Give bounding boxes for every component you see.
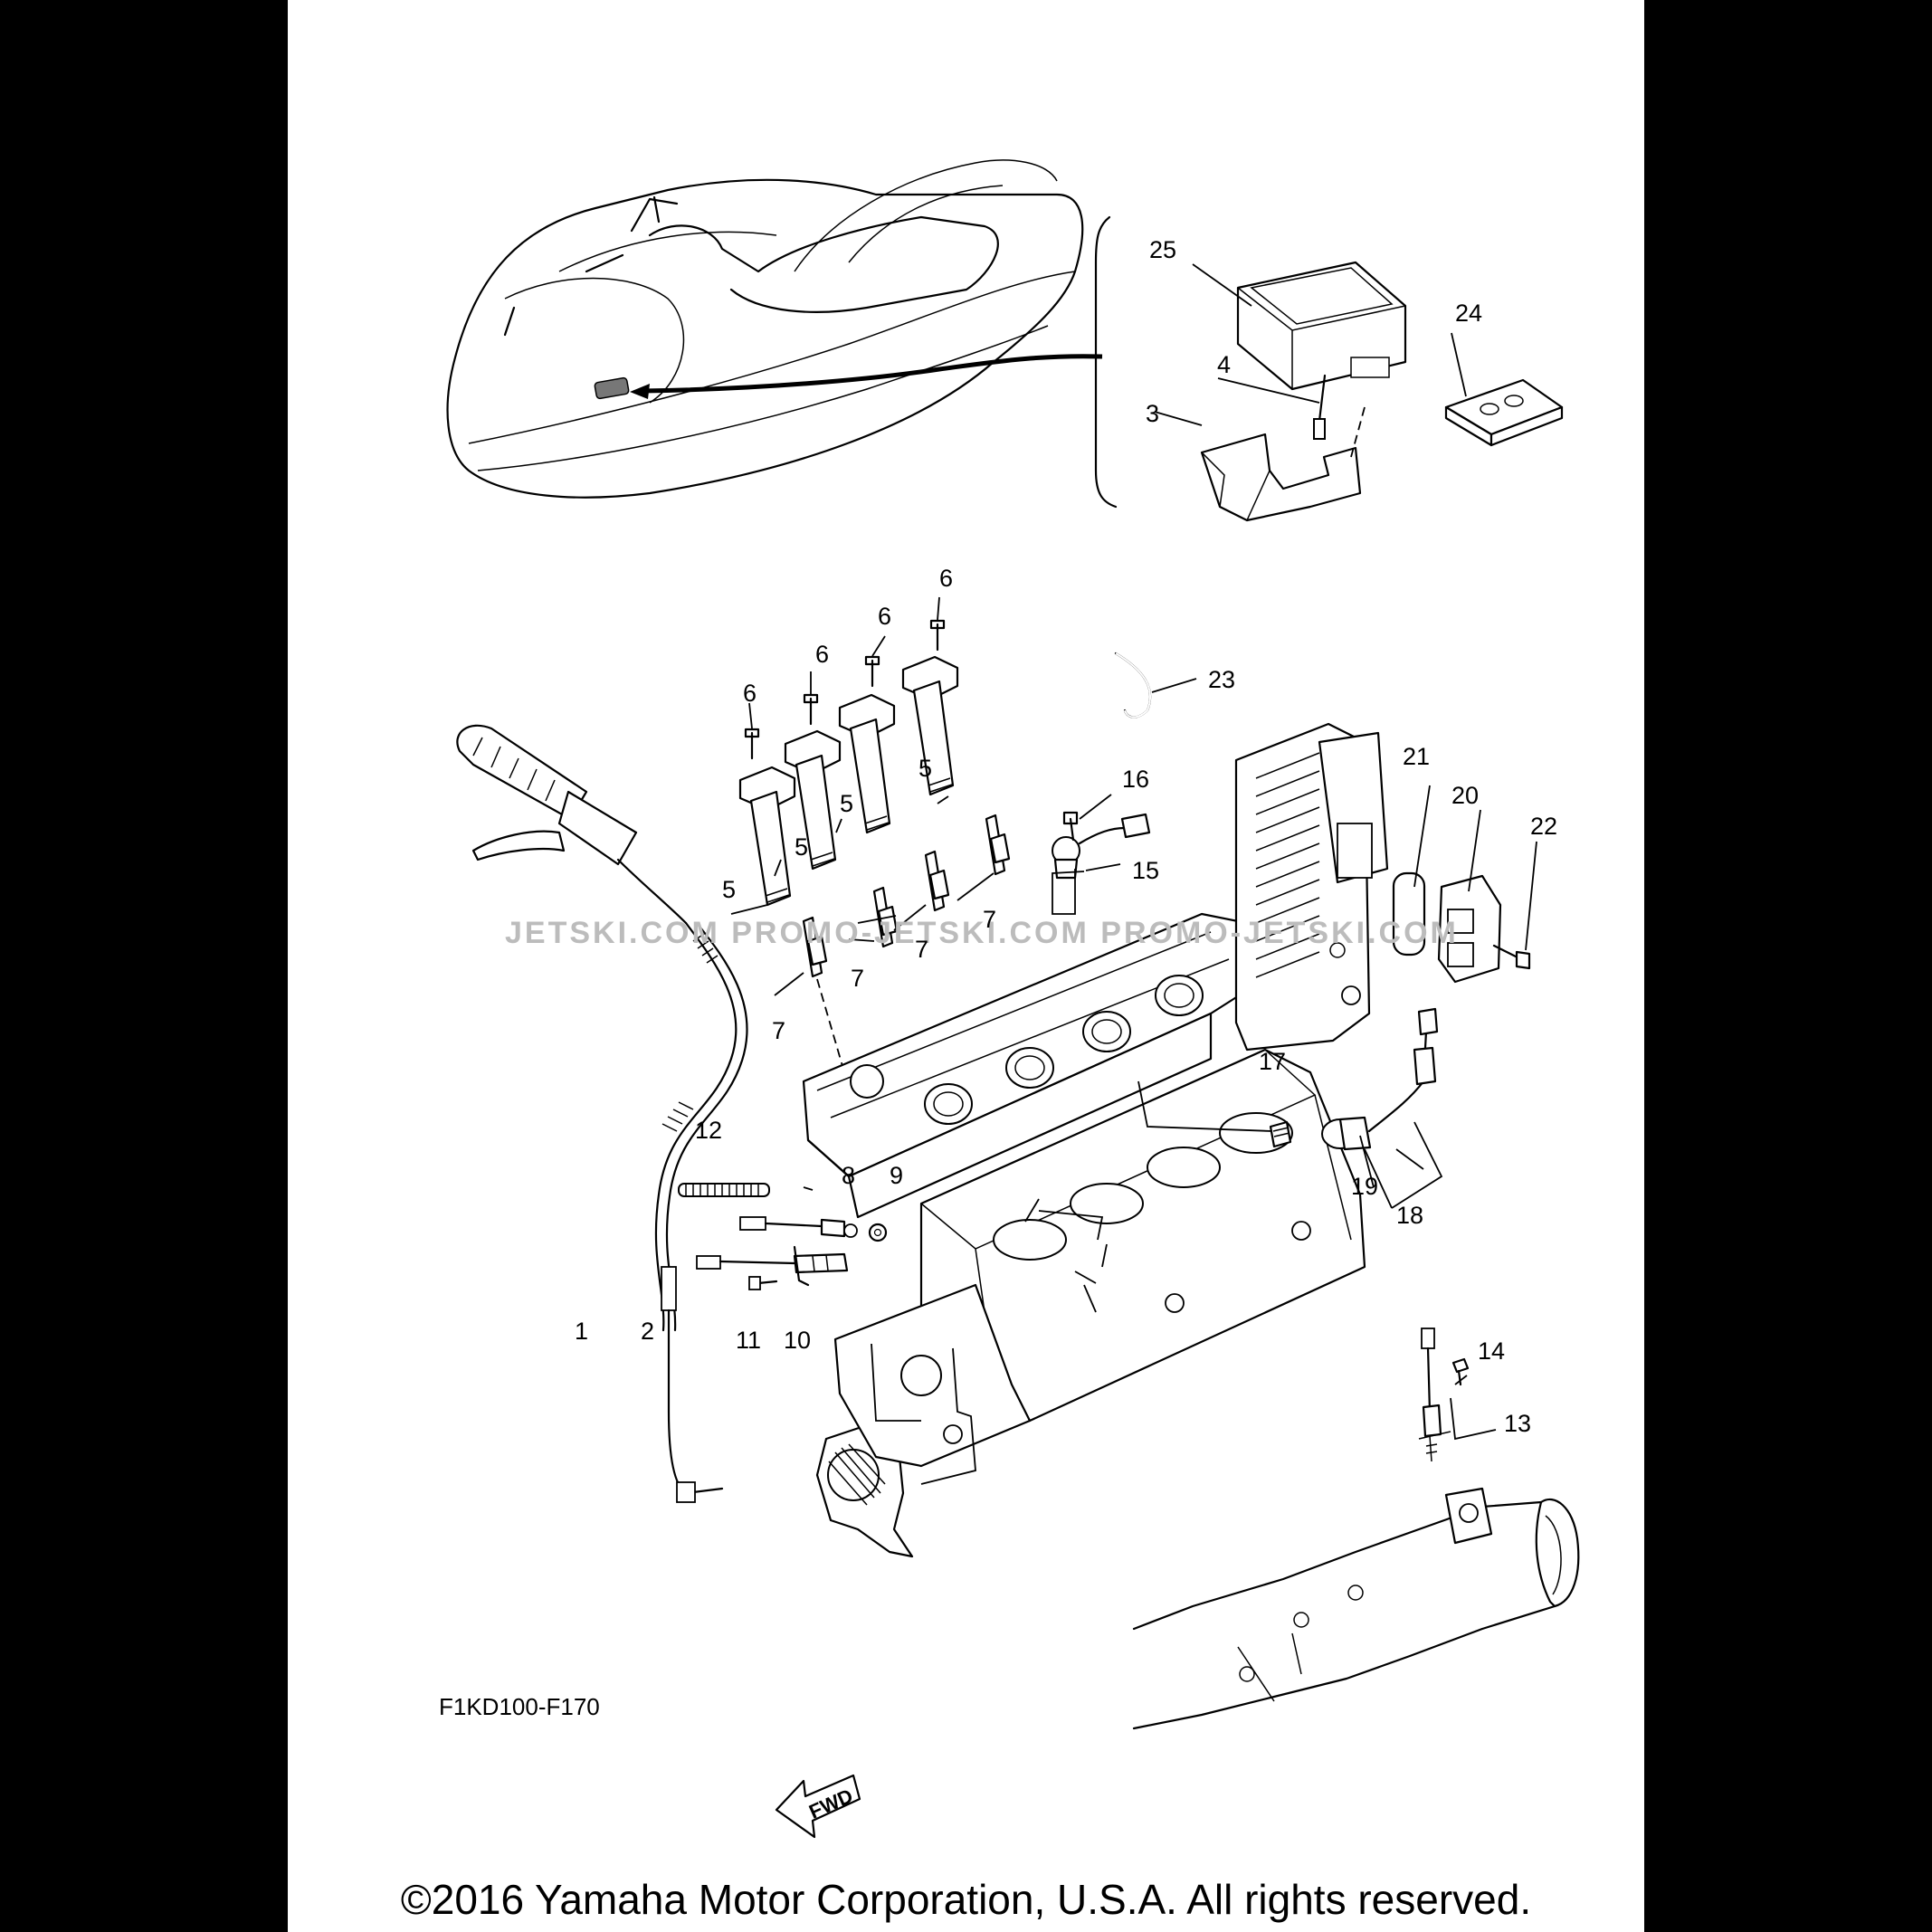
parts-diagram: FWD [439, 159, 1580, 1839]
bolt-22 [1492, 944, 1531, 970]
callout-6: 6 [878, 603, 891, 630]
callout-5: 5 [795, 833, 808, 861]
callout-25: 25 [1149, 236, 1176, 263]
forward-arrow: FWD [775, 1774, 861, 1839]
ignition-coil-5b [784, 729, 842, 871]
callout-7: 7 [851, 965, 864, 992]
callout-14: 14 [1478, 1337, 1505, 1365]
callout-numbers: 25 24 4 3 6 6 6 6 5 5 5 5 7 7 7 7 21 20 … [575, 236, 1557, 1437]
bolt-14 [1451, 1357, 1470, 1386]
callout-3: 3 [1146, 400, 1159, 427]
callout-18: 18 [1396, 1202, 1423, 1229]
callout-5: 5 [722, 876, 736, 903]
callout-6: 6 [939, 565, 953, 592]
gasket-21 [1392, 871, 1426, 956]
callout-13: 13 [1504, 1410, 1531, 1437]
sensor-10 [696, 1245, 849, 1287]
cover-20 [1437, 874, 1502, 984]
screw-4 [1313, 374, 1366, 458]
callout-4: 4 [1217, 351, 1231, 378]
sensor-8 [739, 1216, 858, 1238]
intake-ports [924, 975, 1204, 1125]
callout-16: 16 [1122, 766, 1149, 793]
spark-plugs-7 [802, 814, 1011, 1073]
ignition-coil-5d [901, 655, 959, 796]
callout-20: 20 [1451, 782, 1479, 809]
coil-bolts-6 [744, 619, 946, 760]
watercraft-illustration [446, 159, 1118, 509]
diagram-sheet: FWD [288, 0, 1644, 1932]
callout-7: 7 [772, 1017, 785, 1044]
callout-15: 15 [1132, 857, 1159, 884]
ignition-coil-5c [838, 693, 896, 834]
callout-8: 8 [842, 1162, 855, 1189]
callout-5: 5 [918, 755, 932, 782]
watermark: JETSKI.COM PROMO-JETSKI.COM PROMO-JETSKI… [505, 916, 1459, 950]
callout-7: 7 [983, 906, 996, 933]
callout-5: 5 [840, 790, 853, 817]
washer-9 [868, 1223, 888, 1242]
callout-1: 1 [575, 1318, 588, 1345]
harness-23 [1114, 652, 1152, 719]
key-fob-24 [1444, 378, 1564, 447]
callout-19: 19 [1351, 1173, 1378, 1200]
electrical-box [1234, 722, 1389, 1052]
callout-11: 11 [736, 1327, 761, 1354]
control-unit-25 [1236, 261, 1407, 391]
callout-6: 6 [743, 680, 757, 707]
copyright-notice: ©2016 Yamaha Motor Corporation, U.S.A. A… [400, 1876, 1532, 1923]
handlebar-throttle [456, 724, 748, 1503]
callout-21: 21 [1403, 743, 1430, 770]
callout-7: 7 [915, 936, 928, 963]
callout-24: 24 [1455, 300, 1482, 327]
callout-10: 10 [784, 1327, 811, 1354]
callout-9: 9 [890, 1162, 903, 1189]
callout-17: 17 [1259, 1048, 1286, 1075]
leader-lines [730, 263, 1537, 1485]
ignition-coil-5a [738, 766, 796, 907]
sensor-18-19 [1321, 1007, 1439, 1151]
callout-12: 12 [695, 1117, 722, 1144]
engine-block [802, 912, 1366, 1468]
sensor-13 [1418, 1328, 1451, 1462]
bracket-3 [1200, 433, 1362, 522]
callout-22: 22 [1530, 813, 1557, 840]
diagram-code: F1KD100-F170 [439, 1693, 600, 1720]
sensor-17 [1269, 1120, 1292, 1148]
exhaust-pipe [1132, 1487, 1580, 1730]
bolt-11 [748, 1276, 778, 1290]
hose-12 [678, 1183, 770, 1197]
callout-6: 6 [815, 641, 829, 668]
callout-23: 23 [1208, 666, 1235, 693]
callout-2: 2 [641, 1318, 654, 1345]
